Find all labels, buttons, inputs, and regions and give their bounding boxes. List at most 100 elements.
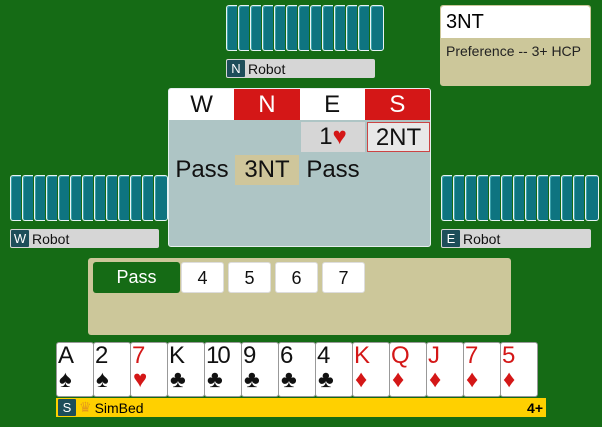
pass-button[interactable]: Pass [93,262,180,293]
playing-card[interactable]: 7♥ [130,342,168,397]
auction-table: W N E S 1♥ 2NT Pass 3NT Pass [168,88,431,247]
card-rank: 4 [317,342,330,369]
header-east: E [299,89,365,120]
east-seat-label: E Robot [441,229,591,248]
west-seat-label: W Robot [10,229,159,248]
card-back [274,5,285,51]
card-back [262,5,273,51]
level-5-button[interactable]: 5 [228,262,271,293]
card-rank: 10 [206,342,231,369]
playing-card[interactable]: 5♦ [500,342,538,397]
card-back [370,5,384,51]
card-back [489,175,500,221]
playing-card[interactable]: 7♦ [463,342,501,397]
card-rank: K [354,342,370,369]
card-back [22,175,33,221]
west-seat-letter: W [11,230,29,247]
card-back [130,175,141,221]
card-back [58,175,69,221]
card-back [10,175,21,221]
bid-explanation-panel: 3NT Preference -- 3+ HCP [440,5,591,86]
level-4-button[interactable]: 4 [181,262,224,293]
playing-card[interactable]: K♦ [352,342,390,397]
card-rank: 9 [243,342,256,369]
south-hand: A♠2♠7♥K♣10♣9♣6♣4♣K♦Q♦J♦7♦5♦ [56,342,538,397]
west-player-name: Robot [32,230,70,247]
header-south: S [364,89,430,120]
card-back [465,175,476,221]
card-back [501,175,512,221]
north-player-name: Robot [248,60,286,77]
card-back [286,5,297,51]
card-suit-icon: ♣ [207,366,223,393]
card-suit-icon: ♣ [318,366,334,393]
auction-header: W N E S [169,89,430,120]
playing-card[interactable]: 10♣ [204,342,242,397]
card-suit-icon: ♣ [281,366,297,393]
south-seat-letter: S [58,399,76,416]
card-back [561,175,572,221]
card-back [46,175,57,221]
playing-card[interactable]: K♣ [167,342,205,397]
north-seat-letter: N [227,60,245,77]
card-back [441,175,452,221]
playing-card[interactable]: 4♣ [315,342,353,397]
playing-card[interactable]: A♠ [56,342,94,397]
card-suit-icon: ♥ [133,366,148,393]
level-6-button[interactable]: 6 [275,262,318,293]
bid-south-1: 2NT [367,122,430,152]
playing-card[interactable]: 6♣ [278,342,316,397]
card-back [322,5,333,51]
south-player-name: SimBed [94,399,144,416]
card-rank: 2 [95,342,108,369]
card-back [250,5,261,51]
card-suit-icon: ♦ [392,366,405,393]
playing-card[interactable]: 9♣ [241,342,279,397]
card-suit-icon: ♣ [170,366,186,393]
card-back [310,5,321,51]
card-back [118,175,129,221]
header-north: N [234,89,300,120]
card-back [537,175,548,221]
playing-card[interactable]: Q♦ [389,342,427,397]
card-back [585,175,599,221]
card-rank: 7 [465,342,478,369]
card-back [358,5,369,51]
crown-icon: ♛ [79,399,92,415]
card-back [238,5,249,51]
card-back [513,175,524,221]
card-back [549,175,560,221]
card-rank: 7 [132,342,145,369]
bid-north-2: 3NT [235,155,299,185]
card-back [94,175,105,221]
playing-card[interactable]: 2♠ [93,342,131,397]
card-rank: 6 [280,342,293,369]
north-hand [226,5,384,51]
card-suit-icon: ♠ [96,366,109,393]
card-rank: K [169,342,185,369]
bid-east-1: 1♥ [301,122,365,152]
playing-card[interactable]: J♦ [426,342,464,397]
card-suit-icon: ♦ [503,366,516,393]
south-seat-label: S ♛ SimBed 4+ [56,398,546,417]
card-back [453,175,464,221]
explanation-text: Preference -- 3+ HCP [446,43,581,59]
card-back [334,5,345,51]
heart-suit-icon: ♥ [332,123,347,150]
bid-level: 1 [319,123,333,150]
card-back [82,175,93,221]
card-back [477,175,488,221]
card-back [525,175,536,221]
card-back [70,175,81,221]
hcp-indicator: 4+ [527,399,543,416]
card-suit-icon: ♦ [355,366,368,393]
card-rank: Q [391,342,410,369]
east-player-name: Robot [463,230,501,247]
card-back [154,175,168,221]
west-hand [10,175,168,221]
bid-west-2: Pass [175,156,229,183]
card-back [226,5,237,51]
card-back [142,175,153,221]
card-rank: J [428,342,440,369]
level-7-button[interactable]: 7 [322,262,365,293]
